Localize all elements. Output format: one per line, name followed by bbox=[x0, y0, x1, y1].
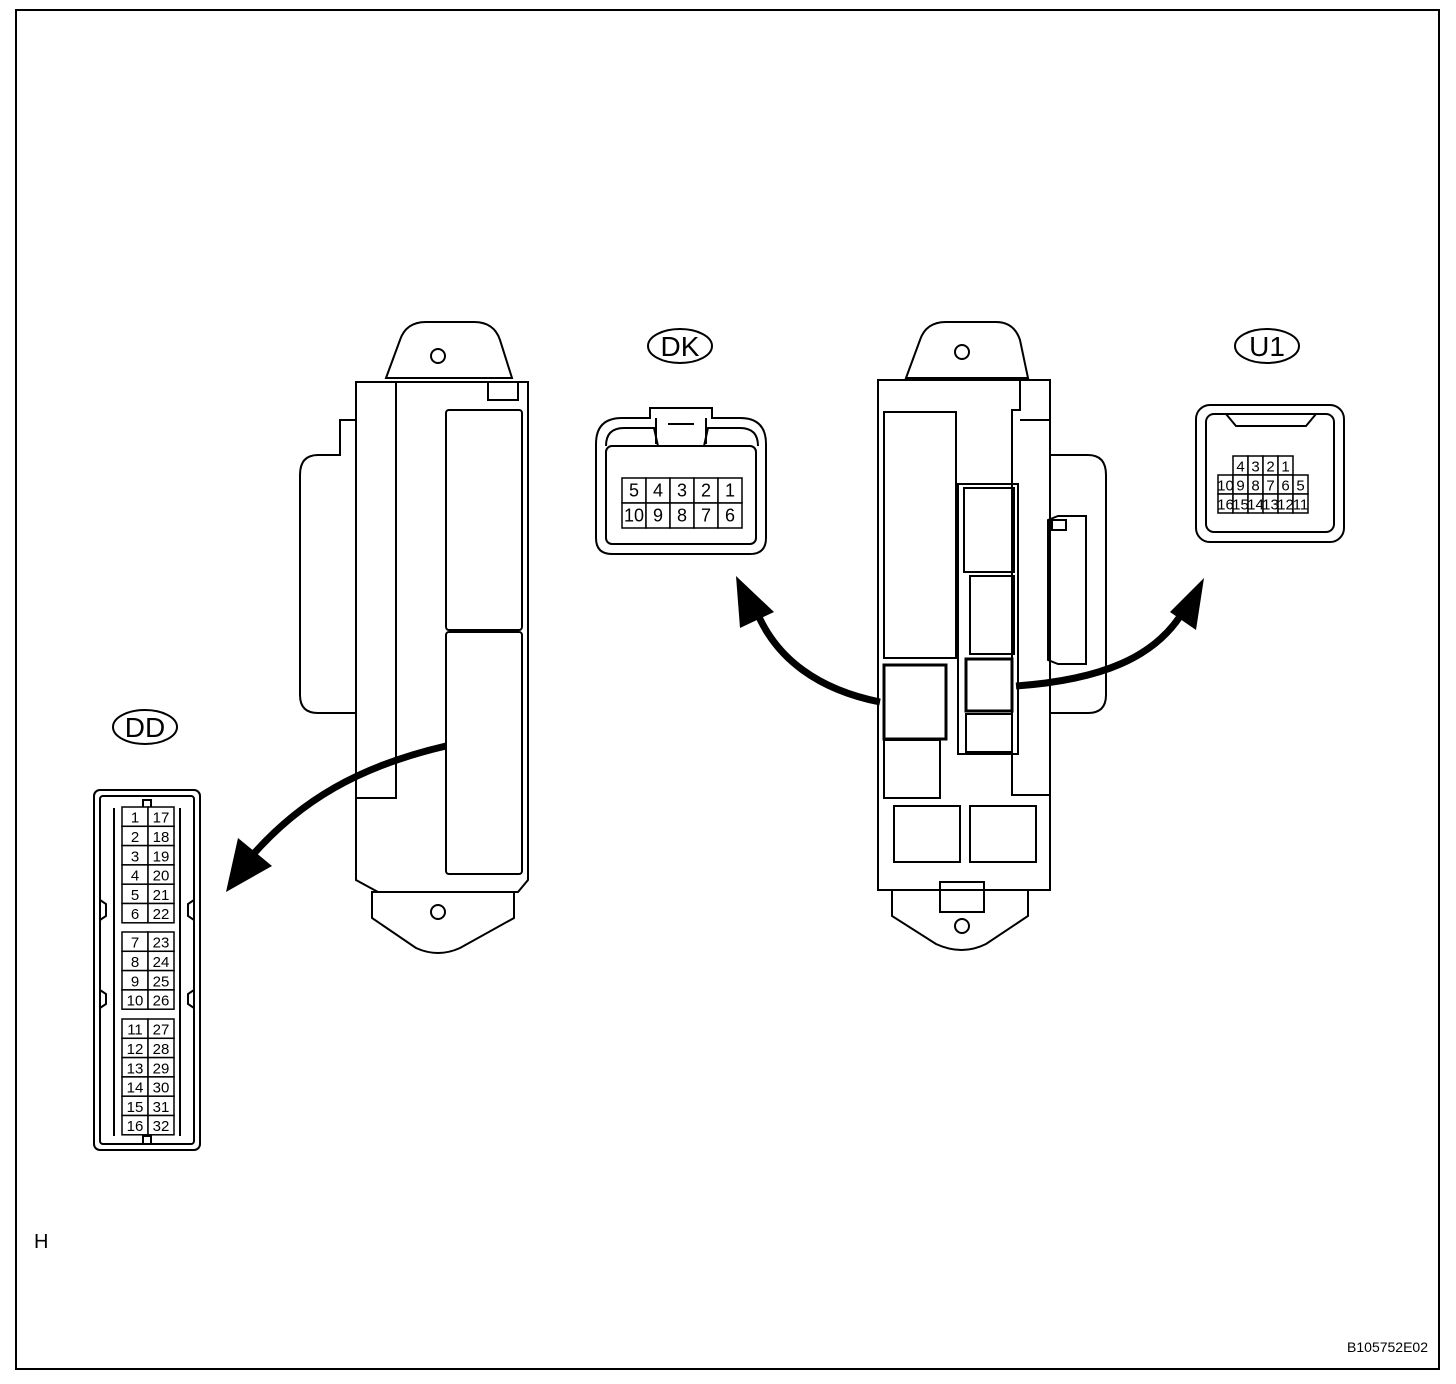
dd-pin-30: 30 bbox=[153, 1080, 170, 1097]
dd-pin-15: 15 bbox=[127, 1099, 144, 1116]
dk-label: DK bbox=[661, 331, 700, 362]
dd-pin-16: 16 bbox=[127, 1118, 144, 1135]
u1-pin-6: 6 bbox=[1281, 478, 1289, 495]
dd-pin-22-cell bbox=[147, 902, 175, 924]
u1-pin-11-cell bbox=[1292, 493, 1309, 514]
dd-pin-7: 7 bbox=[131, 935, 139, 952]
u1-pin-7: 7 bbox=[1266, 478, 1274, 495]
dd-pin-17: 17 bbox=[153, 810, 170, 827]
dd-pin-grid: 1 17 2 18 3 19 4 20 5 21 6 22 7 23 8 24 9 25 10 26 11 27 12 28 1… bbox=[121, 806, 175, 1136]
dd-pin-6: 6 bbox=[131, 906, 139, 923]
u1-pin-12: 12 bbox=[1277, 497, 1294, 514]
dd-pin-26-cell bbox=[147, 989, 175, 1010]
dd-pin-32: 32 bbox=[153, 1118, 170, 1135]
left-ecu-body bbox=[299, 321, 529, 954]
u1-pin-11: 11 bbox=[1293, 497, 1309, 514]
u1-label-oval bbox=[1234, 328, 1300, 364]
dd-pin-18: 18 bbox=[153, 829, 170, 846]
dk-pin-10: 10 bbox=[624, 506, 644, 526]
dk-pin-3: 3 bbox=[677, 481, 687, 501]
dd-pin-14: 14 bbox=[127, 1080, 144, 1097]
dk-pin-7-cell bbox=[693, 502, 719, 529]
dd-pin-29: 29 bbox=[153, 1060, 170, 1077]
dk-pin-4: 4 bbox=[653, 481, 663, 501]
dd-pin-3: 3 bbox=[131, 848, 139, 865]
dk-pin-2-cell bbox=[693, 477, 719, 504]
dd-pin-21: 21 bbox=[153, 887, 170, 904]
u1-pin-13: 13 bbox=[1262, 497, 1279, 514]
u1-pin-15: 15 bbox=[1232, 497, 1249, 514]
dk-pin-9: 9 bbox=[653, 506, 663, 526]
dd-pin-26: 26 bbox=[153, 993, 170, 1010]
dk-pin-6-cell bbox=[717, 502, 743, 529]
dd-pin-31: 31 bbox=[153, 1099, 170, 1116]
arrow-dk bbox=[736, 576, 881, 706]
dk-pin-7: 7 bbox=[701, 506, 711, 526]
dd-pin-25: 25 bbox=[153, 973, 170, 990]
dd-pin-27: 27 bbox=[153, 1022, 170, 1039]
dd-label: DD bbox=[125, 712, 165, 743]
dd-pin-32-cell bbox=[147, 1114, 175, 1136]
u1-pin-14: 14 bbox=[1247, 497, 1264, 514]
dd-pin-2: 2 bbox=[131, 829, 139, 846]
u1-pin-3: 3 bbox=[1251, 459, 1259, 476]
dk-pin-8: 8 bbox=[677, 506, 687, 526]
u1-pin-2: 2 bbox=[1266, 459, 1274, 476]
u1-pin-9: 9 bbox=[1236, 478, 1244, 495]
dd-connector: DD 1 17 2 18 3 19 4 20 5 21 6 22 7 23 8 24 9 25 10 26 11 27 12… bbox=[93, 709, 201, 1151]
figure-code: B105752E02 bbox=[1347, 1339, 1428, 1355]
u1-pin-1: 1 bbox=[1281, 459, 1289, 476]
dd-pin-20: 20 bbox=[153, 868, 170, 885]
dd-pin-12: 12 bbox=[127, 1041, 144, 1058]
dk-pin-9-cell bbox=[645, 502, 671, 529]
dd-pin-9: 9 bbox=[131, 973, 139, 990]
dd-pin-28: 28 bbox=[153, 1041, 170, 1058]
dk-pin-2: 2 bbox=[701, 481, 711, 501]
arrow-dd bbox=[226, 742, 447, 892]
dd-pin-24: 24 bbox=[153, 954, 170, 971]
u1-label: U1 bbox=[1249, 331, 1285, 362]
dk-pin-1-cell bbox=[717, 477, 743, 504]
dd-pin-1: 1 bbox=[131, 810, 139, 827]
dd-pin-13: 13 bbox=[127, 1060, 144, 1077]
dk-pin-1: 1 bbox=[725, 481, 735, 501]
u1-pin-5: 5 bbox=[1296, 478, 1304, 495]
dk-label-oval bbox=[647, 328, 713, 364]
u1-pin-4: 4 bbox=[1236, 459, 1244, 476]
diagram-frame bbox=[15, 9, 1440, 1370]
right-ecu-body bbox=[877, 321, 1107, 951]
section-mark: H bbox=[34, 1231, 48, 1253]
dd-pin-22: 22 bbox=[153, 906, 170, 923]
dd-pin-5: 5 bbox=[131, 887, 139, 904]
dd-pin-19: 19 bbox=[153, 848, 170, 865]
dk-pin-6: 6 bbox=[725, 506, 735, 526]
dd-pin-23: 23 bbox=[153, 935, 170, 952]
dk-pin-5: 5 bbox=[629, 481, 639, 501]
dk-pin-8-cell bbox=[669, 502, 695, 529]
dd-pin-4: 4 bbox=[131, 868, 139, 885]
dd-pin-11: 11 bbox=[127, 1022, 143, 1039]
u1-pin-10: 10 bbox=[1217, 478, 1234, 495]
arrow-u1 bbox=[1015, 578, 1204, 690]
u1-pin-8: 8 bbox=[1251, 478, 1259, 495]
dd-pin-8: 8 bbox=[131, 954, 139, 971]
dd-pin-10: 10 bbox=[127, 993, 144, 1010]
dd-label-oval bbox=[112, 709, 178, 745]
u1-pin-16: 16 bbox=[1217, 497, 1234, 514]
